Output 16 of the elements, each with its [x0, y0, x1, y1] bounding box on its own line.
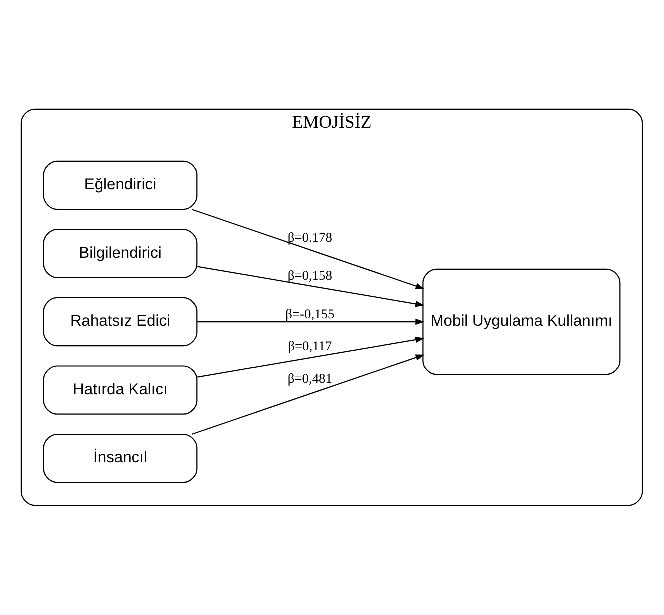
arrow — [198, 266, 425, 308]
node-box: İnsancıl — [43, 434, 198, 484]
arrow — [192, 354, 425, 435]
arrow — [198, 318, 425, 326]
arrow — [192, 209, 425, 290]
node-box: Rahatsız Edici — [43, 297, 198, 347]
edge-label: β=-0,155 — [286, 306, 335, 322]
edge-label: β=0,117 — [288, 338, 332, 354]
edge-label: β=0,481 — [288, 371, 332, 386]
node-box: Eğlendirici — [43, 160, 198, 210]
edge-label: β=0.178 — [288, 230, 332, 246]
node-box: Hatırda Kalıcı — [43, 366, 198, 415]
node-box: Mobil Uygulama Kullanımı — [422, 268, 621, 376]
node-box: Bilgilendirici — [43, 229, 198, 278]
edge-label: β=0,158 — [288, 268, 332, 284]
arrow — [198, 336, 425, 378]
